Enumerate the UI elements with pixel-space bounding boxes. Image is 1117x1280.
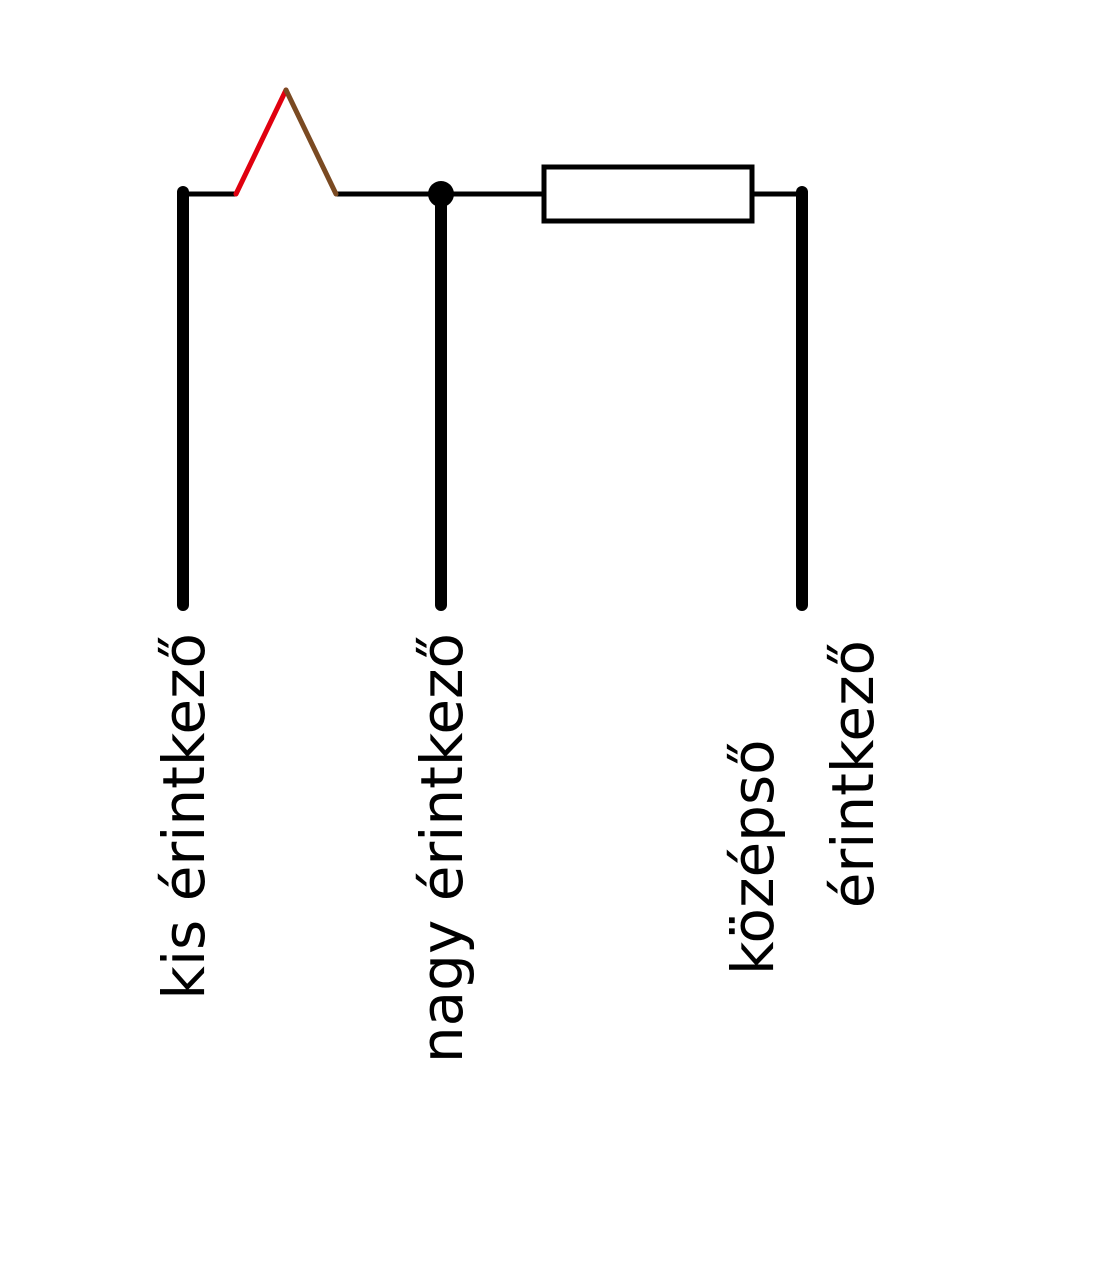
middle-contact-label-line1: középső	[719, 739, 787, 975]
thermocouple-negative-leg	[283, 87, 339, 197]
resistor	[541, 164, 755, 224]
middle-contact-label-line2: érintkező	[819, 640, 887, 908]
large-contact-label: nagy érintkező	[408, 633, 476, 1063]
thermocouple-positive-leg	[233, 87, 289, 197]
small-contact-label: kis érintkező	[150, 633, 218, 1000]
junction-node	[428, 181, 454, 207]
